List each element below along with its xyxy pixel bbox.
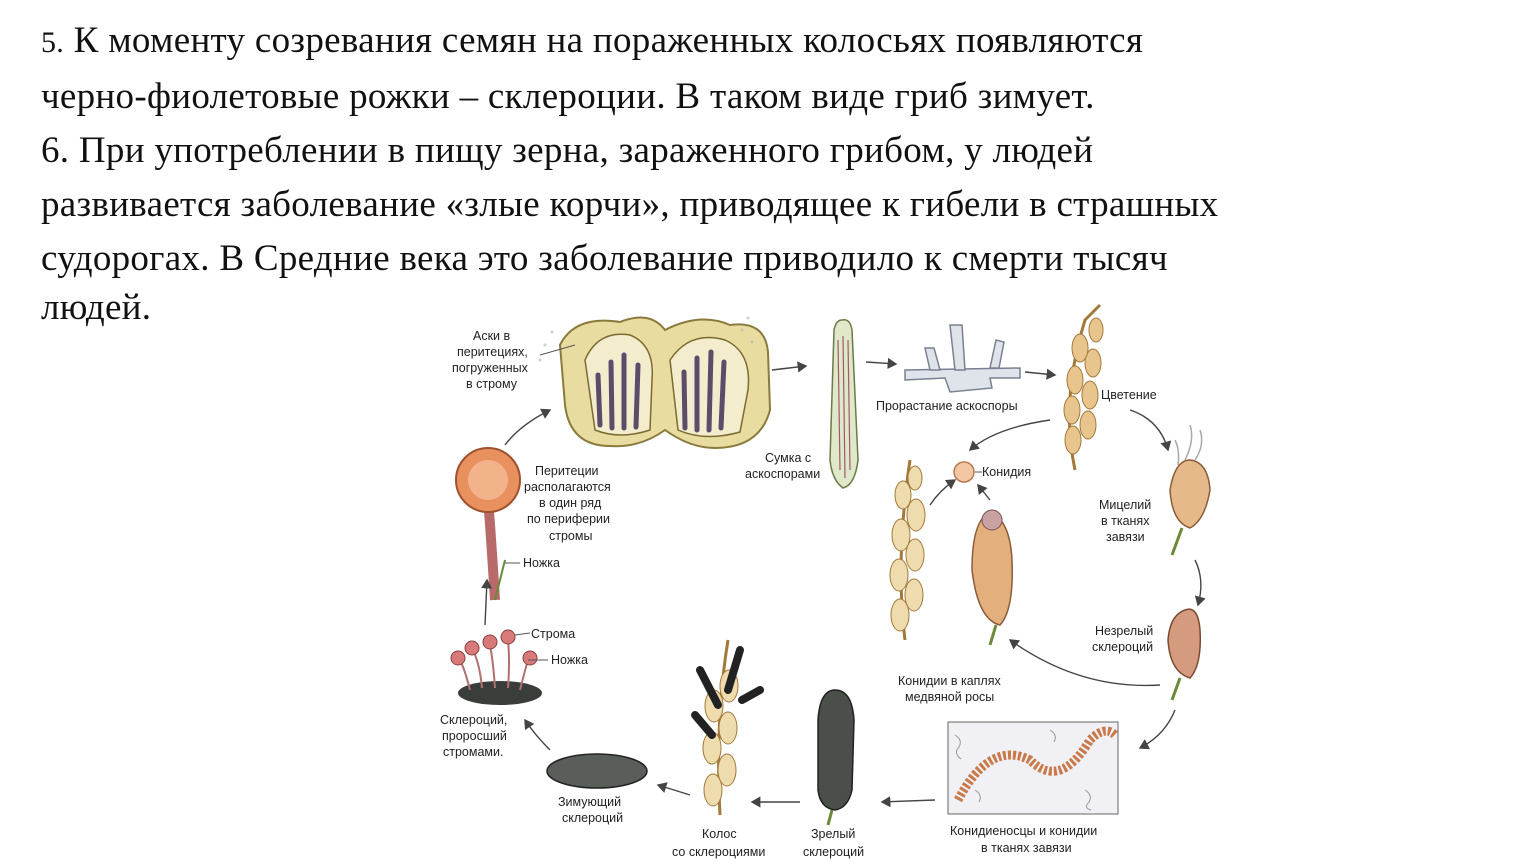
label-perithecia-5: стромы xyxy=(549,529,592,543)
label-conidia-drops-2: медвяной росы xyxy=(905,690,994,704)
label-asci-2: перитециях, xyxy=(457,345,528,359)
label-immature-2: склероций xyxy=(1092,640,1153,654)
ear-with-sclerotia-illustration xyxy=(691,639,764,816)
mycelium-in-ovary-illustration xyxy=(1169,424,1211,556)
label-sclerotium-stromata-2: проросший xyxy=(442,729,507,743)
label-flowering: Цветение xyxy=(1101,388,1157,402)
label-perithecia-1: Перитеции xyxy=(535,464,599,478)
germinating-ascospore-illustration xyxy=(904,324,1021,393)
cycle-arrows xyxy=(481,357,1206,808)
p6-line4: людей. xyxy=(41,287,152,328)
label-perithecia-4: по периферии xyxy=(527,512,610,526)
label-mature-1: Зрелый xyxy=(811,827,855,841)
paragraph-5: 5. К моменту созревания семян на поражен… xyxy=(41,14,1483,70)
label-ascus-2: аскоспорами xyxy=(745,467,820,481)
p5-line1: К моменту созревания семян на пораженных… xyxy=(73,20,1144,61)
label-asci-3: погруженных xyxy=(452,361,529,375)
sclerotium-with-stromata-illustration xyxy=(450,629,542,705)
p6-line1: 6. При употреблении в пищу зерна, зараже… xyxy=(41,130,1094,171)
label-mycelium-3: завязи xyxy=(1106,530,1145,544)
label-mature-2: склероций xyxy=(803,845,864,859)
honeydew-ear-illustration xyxy=(889,459,1013,646)
label-mycelium-1: Мицелий xyxy=(1099,498,1151,512)
label-conidiophores-2: в тканях завязи xyxy=(981,841,1072,855)
label-wintering-1: Зимующий xyxy=(558,795,621,809)
immature-sclerotium-illustration xyxy=(1167,608,1202,701)
conidiophores-tissue-illustration xyxy=(947,721,1119,815)
p6-line3: судорогах. В Средние века это заболевани… xyxy=(41,238,1168,279)
label-immature-1: Незрелый xyxy=(1095,624,1153,638)
mature-sclerotium-illustration xyxy=(817,689,855,826)
label-germination: Прорастание аскоспоры xyxy=(876,399,1018,413)
label-conidia-drops-1: Конидии в каплях xyxy=(898,674,1001,688)
label-pointer-lines xyxy=(505,344,982,661)
label-conidia: Конидия xyxy=(982,465,1031,479)
label-perithecia-2: располагаются xyxy=(524,480,611,494)
stroma-head-illustration xyxy=(455,447,521,601)
conidium-illustration xyxy=(953,461,975,483)
p6-line2: развивается заболевание «злые корчи», пр… xyxy=(41,184,1219,225)
slide-text: 5. К моменту созревания семян на поражен… xyxy=(41,14,1483,335)
label-stroma: Строма xyxy=(531,627,575,641)
flowering-ear-illustration xyxy=(1063,303,1104,471)
diagram-labels: Аски в перитециях, погруженных в строму … xyxy=(440,329,1157,859)
p5-number: 5. xyxy=(41,26,65,59)
wintering-sclerotium-illustration xyxy=(546,753,648,789)
label-stalk-upper: Ножка xyxy=(523,556,560,570)
label-wintering-2: склероций xyxy=(562,811,623,825)
label-conidiophores-1: Конидиеносцы и конидии xyxy=(950,824,1097,838)
label-ear-1: Колос xyxy=(702,827,737,841)
p5-line2: черно-фиолетовые рожки – склероции. В та… xyxy=(41,76,1095,117)
label-ascus-1: Сумка с xyxy=(765,451,811,465)
label-asci-1: Аски в xyxy=(473,329,511,343)
perithecia-section-illustration xyxy=(538,316,772,450)
ascus-illustration xyxy=(829,318,859,489)
label-perithecia-3: в один ряд xyxy=(539,496,602,510)
label-ear-2: со склероциями xyxy=(672,845,765,859)
label-sclerotium-stromata-1: Склероций, xyxy=(440,713,507,727)
label-mycelium-2: в тканях xyxy=(1101,514,1150,528)
label-sclerotium-stromata-3: стромами. xyxy=(443,745,503,759)
label-stalk-lower: Ножка xyxy=(551,653,588,667)
label-asci-4: в строму xyxy=(466,377,518,391)
